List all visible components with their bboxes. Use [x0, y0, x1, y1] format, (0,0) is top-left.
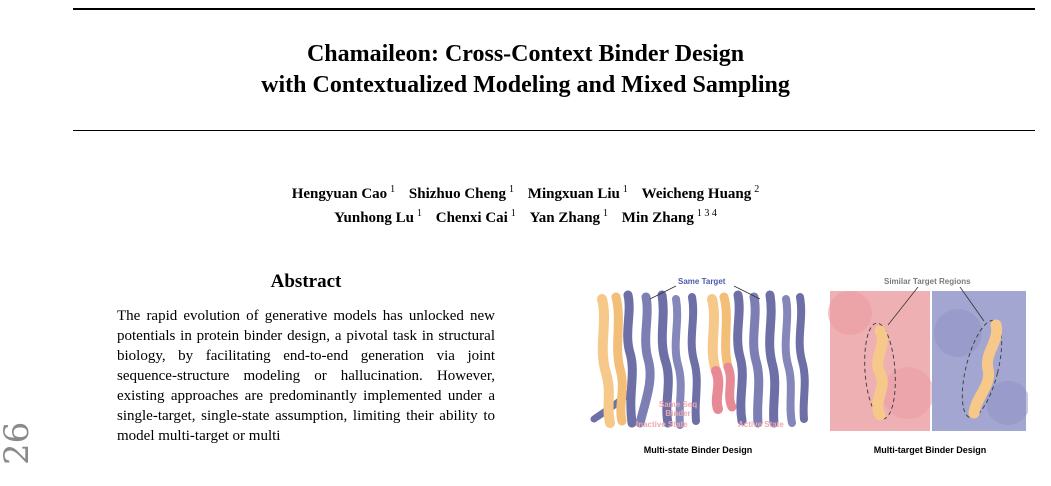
bottom-rule [73, 130, 1035, 131]
arxiv-margin-id: 26 [0, 421, 37, 465]
active-state-label: Active State [738, 420, 784, 429]
surface-texture [934, 309, 982, 357]
target-region-outline [961, 319, 1003, 419]
same-seq-label-line-2: Binder [665, 409, 691, 418]
binder-helix-blue [968, 319, 1003, 419]
author-affiliation: 1 [603, 208, 609, 219]
author-name: Mingxuan Liu [527, 186, 620, 202]
figure-1: Same Target Similar Target Regions Same … [588, 273, 1030, 463]
author-affiliation: 1 3 4 [696, 208, 717, 219]
paper-title: Chamaileon: Cross-Context Binder Design … [0, 39, 1051, 101]
author-name: Yunhong Lu [334, 210, 414, 226]
binder-helix-pink [872, 325, 888, 421]
top-rule [73, 8, 1035, 10]
abstract-heading: Abstract [270, 271, 342, 292]
same-target-label: Same Target [678, 277, 726, 286]
multi-state-caption: Multi-state Binder Design [643, 445, 753, 455]
inactive-state-label: Inactive State [636, 420, 688, 429]
similar-regions-label: Similar Target Regions [884, 277, 971, 286]
abstract-text: The rapid evolution of generative models… [117, 308, 495, 444]
same-seq-binder-label: Same Seq Binder [648, 400, 708, 418]
author-affiliation: 2 [754, 184, 760, 195]
author-affiliation: 1 [509, 184, 515, 195]
title-line-1: Chamaileon: Cross-Context Binder Design [306, 41, 745, 67]
author-affiliation: 1 [417, 208, 422, 219]
multi-target-caption: Multi-target Binder Design [873, 445, 987, 455]
author-name: Weicheng Huang [641, 186, 752, 202]
author-name: Min Zhang [621, 210, 694, 226]
author-name: Yan Zhang [529, 210, 601, 226]
author-affiliation: 1 [390, 184, 396, 195]
surface-texture [828, 291, 872, 335]
target-helices-active [733, 290, 809, 428]
binder-helices-inactive [597, 292, 627, 428]
figure-graphic [590, 285, 1030, 431]
similar-region-arrows [887, 286, 985, 326]
same-target-arrows [649, 285, 761, 300]
binder-helices-active [707, 292, 737, 414]
author-name: Shizhuo Cheng [408, 186, 507, 202]
abstract-body: The rapid evolution of generative models… [117, 306, 495, 446]
author-affiliation: 1 [510, 208, 516, 219]
author-name: Hengyuan Cao [291, 186, 388, 202]
multi-target-panel [828, 286, 1030, 431]
same-seq-label-line-1: Same Seq [658, 400, 698, 409]
author-affiliation: 1 [622, 184, 628, 195]
surface-texture [986, 381, 1030, 425]
multi-state-panel [590, 285, 809, 429]
title-line-2: with Contextualized Modeling and Mixed S… [261, 72, 790, 98]
author-name: Chenxi Cai [435, 210, 508, 226]
surface-texture [882, 367, 934, 419]
